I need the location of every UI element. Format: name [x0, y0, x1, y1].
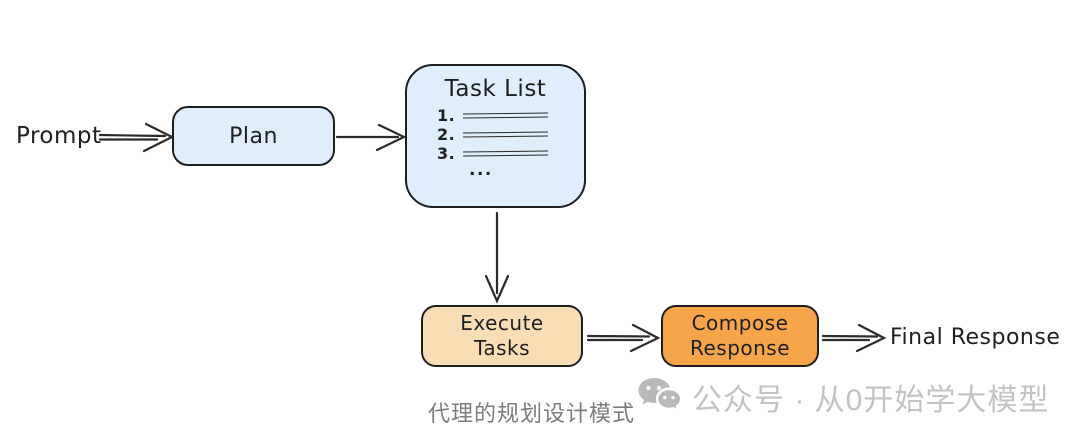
task-list-title: Task List — [444, 76, 547, 102]
compose-label-line1: Compose — [691, 311, 789, 335]
task-item-number: 2. — [437, 125, 456, 144]
watermark-text: 公众号 · 从0开始学大模型 — [692, 384, 1050, 417]
task-item-blank-line — [462, 150, 549, 157]
compose-response-label: Compose Response — [690, 311, 790, 361]
prompt-label: Prompt — [16, 123, 102, 149]
execute-label-line1: Execute — [460, 311, 544, 335]
task-item-blank-line — [462, 112, 549, 119]
arrow-compose-to-final — [821, 323, 887, 353]
task-list-item: 1. — [437, 106, 584, 125]
task-item-blank-line — [462, 131, 549, 138]
final-response-label: Final Response — [890, 325, 1061, 350]
execute-tasks-label: Execute Tasks — [460, 311, 543, 361]
diagram-caption: 代理的规划设计模式 — [428, 401, 636, 426]
wechat-icon — [638, 378, 682, 412]
task-item-number: 1. — [437, 106, 456, 125]
execute-label-line2: Tasks — [473, 336, 531, 360]
plan-node-label: Plan — [229, 123, 278, 149]
compose-label-line2: Response — [689, 336, 791, 360]
compose-response-node: Compose Response — [661, 305, 819, 367]
task-list-item: 3. — [437, 144, 584, 163]
task-list-ellipsis: ... — [469, 160, 493, 180]
arrow-tasklist-to-execute — [484, 211, 510, 304]
execute-tasks-node: Execute Tasks — [421, 305, 583, 367]
task-list-node: Task List 1. 2. 3. ... — [405, 64, 586, 208]
arrow-execute-to-compose — [586, 323, 661, 353]
plan-node: Plan — [172, 106, 335, 166]
task-item-number: 3. — [437, 144, 456, 163]
arrow-plan-to-tasklist — [335, 123, 407, 152]
watermark: 公众号 · 从0开始学大模型 — [637, 375, 1049, 419]
arrow-prompt-to-plan — [98, 122, 175, 153]
task-list-item: 2. — [437, 125, 584, 144]
task-list-rows: 1. 2. 3. ... — [437, 106, 584, 180]
